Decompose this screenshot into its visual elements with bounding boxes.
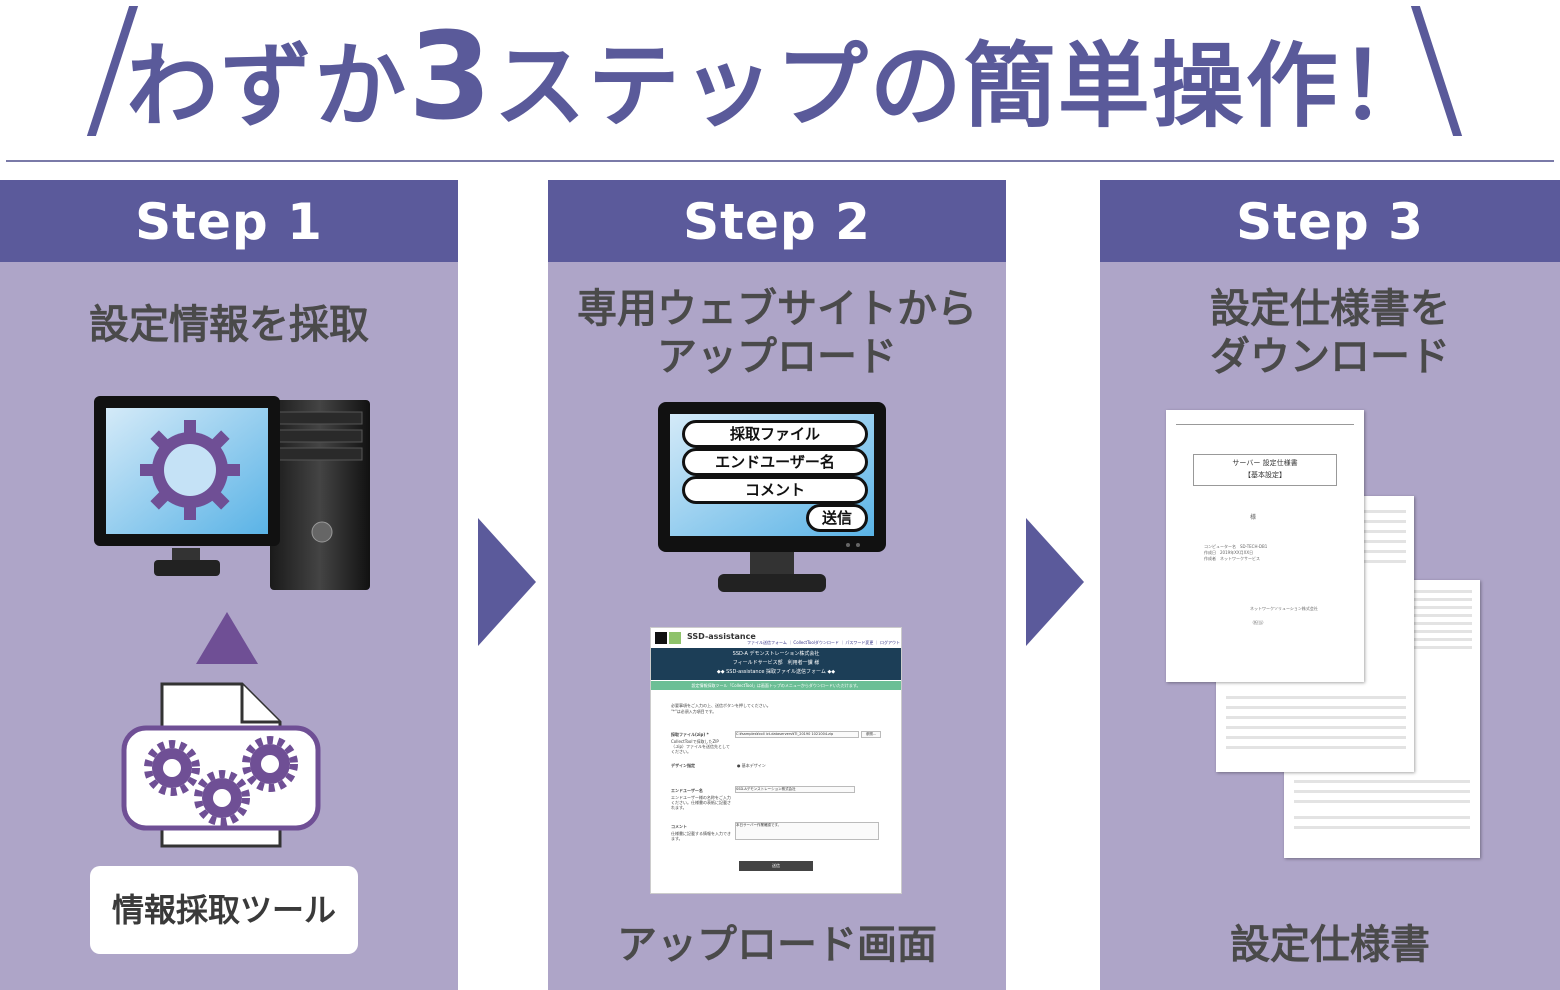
file-input[interactable]: C:¥samples¥coll ict-dataservers¥TI_20190… xyxy=(735,731,859,738)
monitor-comment-field: コメント xyxy=(682,476,868,504)
comment-help: 仕様書に記載する情報を入力できます。 xyxy=(671,831,731,841)
next-arrow-1 xyxy=(478,518,536,646)
upload-submit-button[interactable]: 送信 xyxy=(739,861,813,871)
file-label: 採取ファイル(zip) * xyxy=(671,732,709,737)
step2-header: Step 2 xyxy=(548,180,1006,262)
spec-doc-to: 様 xyxy=(1250,514,1257,521)
comment-textarea[interactable]: 本日サーバー作業確認です。 xyxy=(735,822,879,840)
step1-header: Step 1 xyxy=(0,180,458,262)
step2-panel: Step 2 専用ウェブサイトから アップロード 採取ファイル エンドユーザー名… xyxy=(548,180,1006,990)
step2-caption: アップロード画面 xyxy=(617,922,937,968)
headline-text-1: わずか xyxy=(126,33,409,140)
step3-title-line2: ダウンロード xyxy=(1210,334,1450,380)
step3-panel: Step 3 設定仕様書を ダウンロード xyxy=(1100,180,1560,990)
step3-title-line1: 設定仕様書を xyxy=(1210,286,1450,332)
spec-doc-meta-3: 作成者 ネットワークサービス xyxy=(1204,556,1260,561)
headline-text-2: ステップの簡単操作！ xyxy=(493,33,1434,140)
banner-line-3: ◆◆ SSD-assistance 採取ファイル送信フォーム ◆◆ xyxy=(716,669,836,675)
tool-name-label: 情報採取ツール xyxy=(90,866,358,954)
spec-doc-title: サーバー 設定仕様書 【基本設定】 xyxy=(1193,454,1337,486)
upload-page-banner: SSD-A デモンストレーション株式会社 フィールドサービス部 利用者一課 様 … xyxy=(651,648,901,680)
monitor-submit-button: 送信 xyxy=(806,504,868,532)
spec-doc-meta-1: コンピューター名 SD-TECH-DB1 xyxy=(1204,544,1268,549)
step3-header: Step 3 xyxy=(1100,180,1560,262)
user-help: エンドユーザー様の名称をご入力ください。仕様書の表紙に記載されます。 xyxy=(671,795,731,810)
monitor-file-field: 採取ファイル xyxy=(682,420,868,448)
step3-caption: 設定仕様書 xyxy=(1230,922,1430,968)
upload-page-nav: ファイル送信フォーム ｜ CollectToolダウンロード ｜ パスワード変更… xyxy=(747,640,900,645)
tool-file-gear-icon xyxy=(121,682,321,848)
step2-title-line2: アップロード xyxy=(657,334,897,380)
gear-icon xyxy=(140,420,240,520)
browse-button[interactable]: 参照... xyxy=(861,731,881,738)
upload-page-notice: 設定情報採取ツール「CollectTool」は画面トップのメニューからダウンロー… xyxy=(651,681,901,690)
upload-monitor: 採取ファイル エンドユーザー名 コメント 送信 xyxy=(658,402,888,602)
user-input[interactable]: SSD-Aデモンストレーション株式会社 xyxy=(735,786,855,793)
step1-panel: Step 1 設定情報を採取 xyxy=(0,180,458,990)
spec-doc-meta-2: 作成日 2019年XX月XX日 xyxy=(1204,550,1254,555)
upload-intro-1: 必要事項をご入力の上、送信ボタンを押してください。 xyxy=(671,703,771,708)
page-headline: わずか3ステップの簡単操作！ xyxy=(0,18,1560,147)
file-help: CollectToolで採取したZIP（.zip）ファイルを送信先としてください… xyxy=(671,739,730,754)
spec-doc-footer-1: ネットワークソリューション株式会社 xyxy=(1250,606,1318,611)
spec-doc-title-2: 【基本設定】 xyxy=(1244,471,1286,479)
step2-title-line1: 専用ウェブサイトから xyxy=(577,286,977,332)
banner-line-1: SSD-A デモンストレーション株式会社 xyxy=(732,651,820,657)
monitor-user-field: エンドユーザー名 xyxy=(682,448,868,476)
user-label: エンドユーザー名 xyxy=(671,788,703,793)
headline-divider xyxy=(6,160,1554,162)
upload-intro-2: "*"は必須入力項目です。 xyxy=(671,709,717,714)
upload-page-screenshot: SSD-assistance ファイル送信フォーム ｜ CollectToolダ… xyxy=(650,627,902,894)
ssd-logo-icon xyxy=(655,632,681,644)
upload-page-logo: SSD-assistance xyxy=(687,632,756,641)
design-option[interactable]: ● 基本デザイン xyxy=(737,763,766,768)
spec-doc-title-1: サーバー 設定仕様書 xyxy=(1232,459,1298,467)
comment-label: コメント xyxy=(671,824,687,829)
spec-doc-footer-2: （担当） xyxy=(1250,620,1266,625)
spec-documents: サーバー 設定仕様書 【基本設定】 様 コンピューター名 SD-TECH-DB1… xyxy=(1166,410,1486,860)
banner-line-2: フィールドサービス部 利用者一課 様 xyxy=(732,660,820,666)
spec-doc-cover: サーバー 設定仕様書 【基本設定】 様 コンピューター名 SD-TECH-DB1… xyxy=(1166,410,1364,682)
design-label: デザイン指定 xyxy=(671,763,695,768)
step1-title: 設定情報を採取 xyxy=(89,302,369,348)
upload-triangle-icon xyxy=(196,612,258,664)
headline-number: 3 xyxy=(408,8,494,147)
next-arrow-2 xyxy=(1026,518,1084,646)
